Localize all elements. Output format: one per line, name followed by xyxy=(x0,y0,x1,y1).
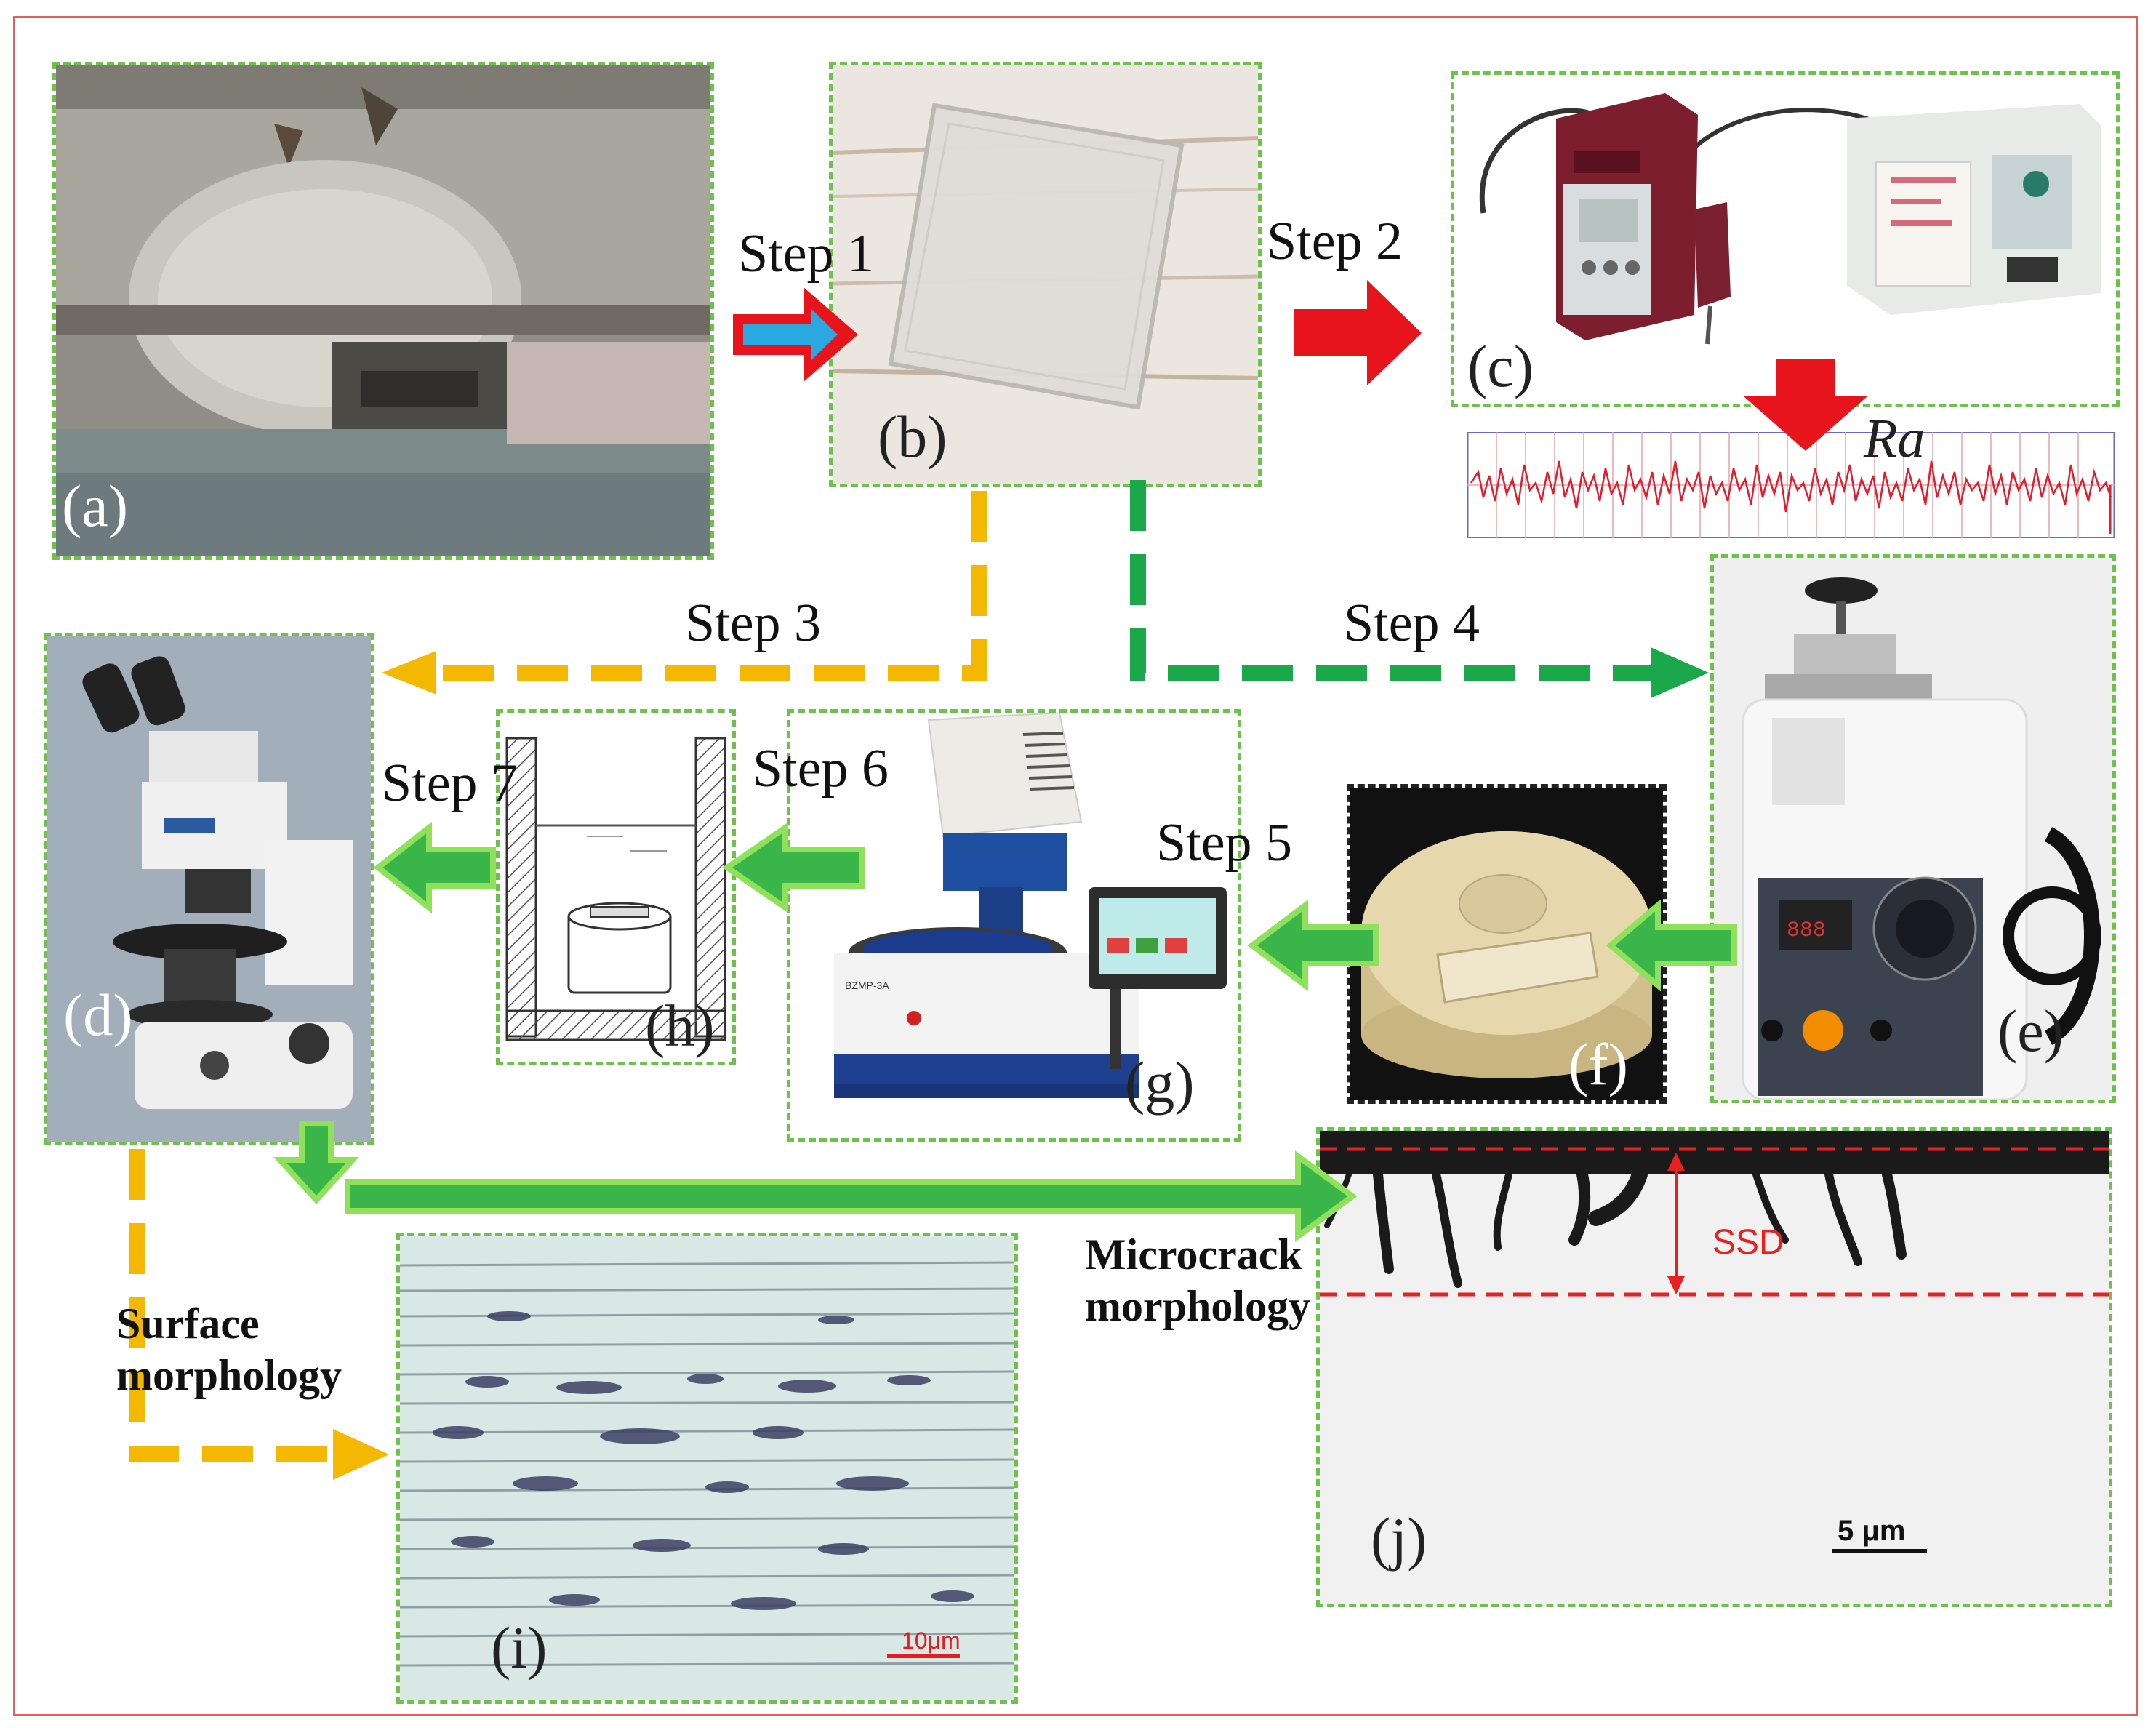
svg-text:888: 888 xyxy=(1787,918,1826,943)
roughness-tester-photo xyxy=(1454,75,2116,404)
step7-label: Step 7 xyxy=(382,753,518,813)
cross-section-micrograph xyxy=(1320,1131,2109,1604)
panel-h-label: (h) xyxy=(645,993,715,1059)
panel-i-label: (i) xyxy=(491,1614,548,1681)
etching-bath-diagram xyxy=(500,713,732,1062)
microcrack-morphology-label: Microcrack morphology xyxy=(1085,1229,1310,1332)
figure-frame xyxy=(13,16,2138,1716)
ra-label: Ra xyxy=(1864,408,1925,469)
panel-d: (d) xyxy=(44,633,374,1145)
panel-c-label: (c) xyxy=(1467,333,1534,399)
panel-h: (h) xyxy=(496,709,736,1065)
scale-label-j: 5 μm xyxy=(1838,1515,1906,1547)
step6-arrow xyxy=(721,822,865,913)
ra-signal-trace xyxy=(1467,432,2115,538)
surface-line1: Surface xyxy=(116,1300,260,1348)
panel-e-label: (e) xyxy=(1997,998,2064,1064)
ssd-label: SSD xyxy=(1712,1223,1784,1262)
model-label-g: BZMP-3A xyxy=(845,980,889,991)
microcrack-line1: Microcrack xyxy=(1085,1230,1302,1278)
microscope-photo xyxy=(47,636,371,1142)
panel-a: (a) xyxy=(52,62,714,560)
polishing-machine-photo: BZMP-3A xyxy=(790,713,1238,1138)
step1-label: Step 1 xyxy=(738,224,875,284)
step5-arrow xyxy=(1606,899,1737,992)
step6-label: Step 6 xyxy=(753,739,889,799)
glass-sample-photo xyxy=(833,65,1258,484)
microscope-down-arrow xyxy=(273,1121,360,1204)
surface-line2: morphology xyxy=(116,1350,342,1399)
panel-e: 888 (e) xyxy=(1710,554,2116,1103)
mounting-press-photo: 888 xyxy=(1714,558,2112,1100)
panel-c: (c) xyxy=(1451,71,2120,407)
step2-arrow xyxy=(1294,280,1422,385)
panel-b: (b) xyxy=(829,62,1262,487)
panel-g-label: (g) xyxy=(1125,1049,1195,1116)
step7-arrow xyxy=(373,821,496,914)
step2-label: Step 2 xyxy=(1267,212,1403,271)
panel-j-label: (j) xyxy=(1371,1505,1427,1572)
panel-d-label: (d) xyxy=(63,982,133,1048)
surface-micrograph xyxy=(400,1236,1014,1700)
step4-label: Step 4 xyxy=(1344,593,1480,653)
panel-g: BZMP-3A (g) xyxy=(787,709,1241,1142)
grinding-machine-photo xyxy=(56,65,710,556)
step3-label: Step 3 xyxy=(685,593,822,653)
surface-path xyxy=(129,1149,333,1462)
step3-path xyxy=(436,491,987,681)
ra-down-arrow xyxy=(1744,359,1867,451)
scale-label-i: 10μm xyxy=(902,1628,961,1654)
panel-a-label: (a) xyxy=(62,473,129,539)
panel-j: SSD 5 μm (j) xyxy=(1316,1127,2112,1607)
step5-label: Step 5 xyxy=(1156,813,1293,873)
surface-morphology-label: Surface morphology xyxy=(116,1298,342,1401)
step5b-arrow xyxy=(1247,899,1379,992)
panel-i: 10μm (i) xyxy=(396,1233,1018,1704)
panel-f-label: (f) xyxy=(1568,1031,1628,1097)
microcrack-arrow xyxy=(345,1150,1358,1242)
microcrack-line2: morphology xyxy=(1085,1281,1311,1330)
step4-path xyxy=(1130,480,1652,681)
panel-b-label: (b) xyxy=(878,404,947,470)
